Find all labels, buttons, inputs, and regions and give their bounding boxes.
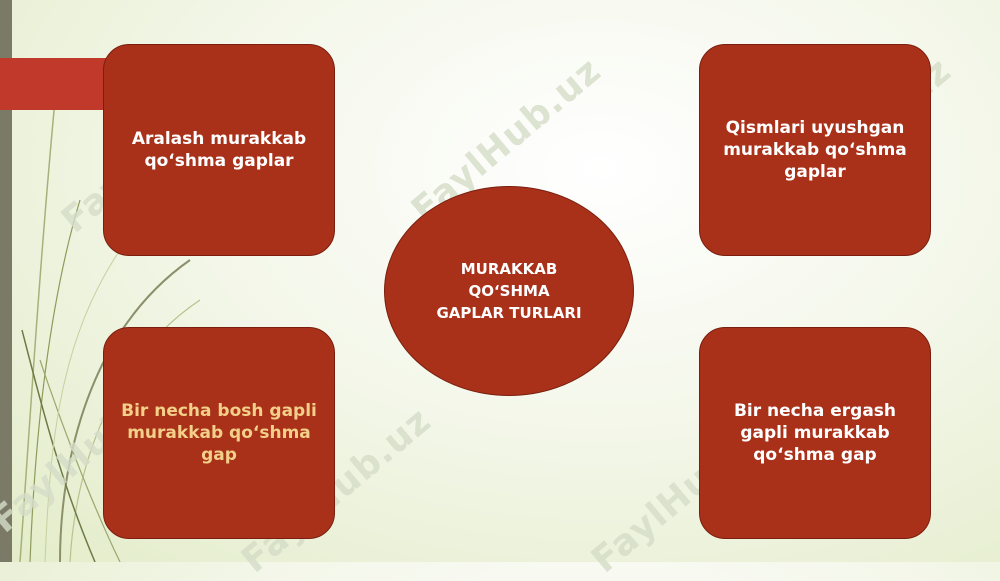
box-top-left[interactable]: Aralash murakkab qo‘shma gaplar: [103, 44, 335, 256]
accent-bar: [0, 58, 112, 110]
center-ellipse-title[interactable]: MURAKKAB QO‘SHMA GAPLAR TURLARI: [384, 186, 634, 396]
box-top-right[interactable]: Qismlari uyushgan murakkab qo‘shma gapla…: [699, 44, 931, 256]
box-bottom-left[interactable]: Bir necha bosh gapli murakkab qo‘shma ga…: [103, 327, 335, 539]
left-edge-strip: [0, 0, 12, 562]
box-bottom-right[interactable]: Bir necha ergash gapli murakkab qo‘shma …: [699, 327, 931, 539]
